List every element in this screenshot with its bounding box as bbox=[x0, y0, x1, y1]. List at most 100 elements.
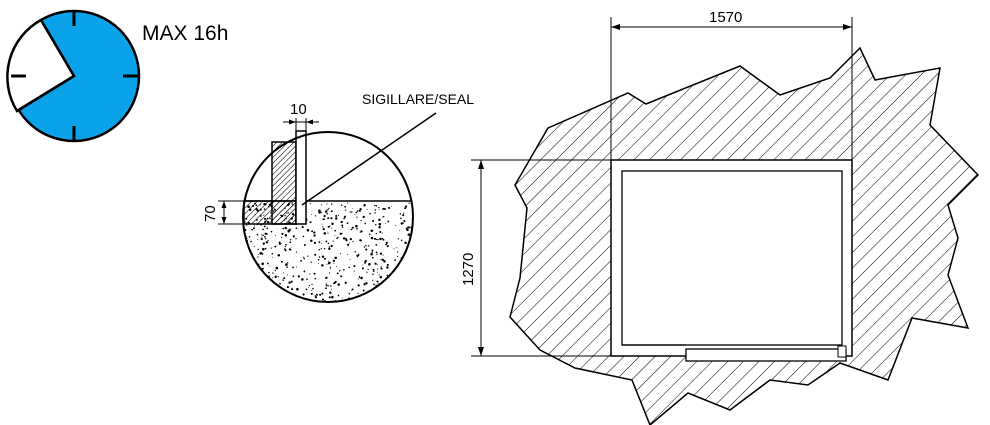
concrete-speck bbox=[360, 299, 362, 301]
concrete-speck bbox=[340, 253, 342, 255]
concrete-speck bbox=[275, 245, 277, 247]
concrete-speck bbox=[314, 296, 318, 299]
concrete-speck bbox=[313, 241, 317, 245]
concrete-speck bbox=[363, 283, 366, 286]
concrete-speck bbox=[353, 265, 356, 268]
concrete-speck bbox=[386, 263, 389, 266]
concrete-speck bbox=[375, 223, 377, 226]
concrete-speck bbox=[266, 262, 269, 265]
concrete-speck bbox=[379, 297, 382, 299]
concrete-speck bbox=[318, 209, 321, 213]
concrete-speck bbox=[296, 266, 297, 268]
concrete-speck bbox=[326, 209, 328, 211]
concrete-speck bbox=[321, 255, 325, 258]
concrete-speck bbox=[263, 225, 266, 228]
concrete-speck bbox=[373, 296, 376, 299]
concrete-speck bbox=[248, 296, 251, 299]
concrete-speck bbox=[403, 220, 406, 223]
concrete-speck bbox=[400, 217, 402, 220]
concrete-speck bbox=[302, 303, 304, 305]
concrete-speck bbox=[366, 209, 368, 210]
concrete-speck bbox=[287, 293, 290, 296]
concrete-speck bbox=[376, 253, 378, 255]
concrete-speck bbox=[410, 265, 412, 268]
concrete-speck bbox=[359, 208, 362, 211]
concrete-speck bbox=[261, 233, 262, 235]
timer-hand-8 bbox=[16, 74, 75, 113]
concrete-speck bbox=[243, 254, 244, 257]
concrete-speck bbox=[374, 212, 376, 214]
concrete-speck bbox=[356, 254, 359, 257]
concrete-speck bbox=[284, 234, 288, 237]
concrete-speck bbox=[340, 220, 343, 224]
concrete-speck bbox=[409, 285, 412, 288]
concrete-speck bbox=[331, 222, 334, 226]
concrete-speck bbox=[274, 275, 277, 279]
concrete-speck bbox=[243, 262, 246, 265]
concrete-speck bbox=[407, 233, 410, 236]
concrete-speck bbox=[261, 252, 264, 255]
concrete-speck bbox=[374, 262, 377, 265]
concrete-speck bbox=[401, 285, 402, 287]
concrete-speck bbox=[274, 235, 276, 237]
timer-remaining-sector bbox=[6, 18, 76, 113]
concrete-speck bbox=[364, 260, 367, 263]
concrete-speck bbox=[378, 218, 381, 222]
concrete-speck bbox=[373, 283, 375, 286]
concrete-speck bbox=[347, 245, 349, 247]
concrete-speck bbox=[325, 240, 328, 243]
concrete-speck bbox=[408, 264, 410, 266]
concrete-speck bbox=[278, 241, 281, 244]
concrete-speck bbox=[417, 225, 419, 227]
concrete-speck bbox=[330, 285, 332, 287]
concrete-speck bbox=[380, 267, 383, 270]
concrete-speck bbox=[327, 242, 330, 245]
concrete-speck bbox=[274, 269, 277, 272]
concrete-speck bbox=[337, 283, 340, 286]
concrete-speck bbox=[328, 207, 330, 210]
concrete-speck bbox=[321, 264, 324, 267]
seal-detail: 10 70 SIGILLARE/SEAL bbox=[202, 91, 474, 305]
concrete-speck bbox=[380, 266, 382, 268]
concrete-speck bbox=[300, 259, 303, 262]
concrete-speck bbox=[281, 236, 283, 239]
concrete-speck bbox=[268, 292, 270, 294]
concrete-speck bbox=[382, 207, 385, 210]
concrete-speck bbox=[386, 274, 389, 277]
concrete-speck bbox=[415, 230, 416, 231]
concrete-speck bbox=[309, 221, 312, 224]
concrete-speck bbox=[262, 247, 265, 251]
concrete-speck bbox=[413, 240, 415, 242]
concrete-speck bbox=[266, 227, 269, 230]
concrete-speck bbox=[271, 256, 273, 258]
concrete-speck bbox=[359, 231, 361, 233]
concrete-speck bbox=[325, 287, 328, 290]
concrete-speck bbox=[291, 300, 294, 302]
concrete-speck bbox=[264, 247, 267, 250]
concrete-speck bbox=[367, 268, 369, 271]
concrete-speck bbox=[322, 292, 324, 294]
concrete-speck bbox=[377, 283, 379, 285]
concrete-speck bbox=[349, 258, 351, 260]
concrete-speck bbox=[285, 243, 287, 246]
concrete-speck bbox=[330, 203, 333, 205]
concrete-speck bbox=[385, 241, 389, 244]
concrete-speck bbox=[403, 212, 405, 214]
concrete-speck bbox=[344, 282, 347, 284]
depth-arrow-top bbox=[478, 160, 484, 169]
concrete-speck bbox=[306, 228, 310, 232]
height-arrow-bottom bbox=[221, 217, 227, 224]
concrete-speck bbox=[254, 293, 257, 296]
concrete-speck bbox=[415, 251, 418, 254]
concrete-speck bbox=[311, 213, 313, 215]
width-arrow-left bbox=[611, 24, 620, 30]
concrete-speck bbox=[411, 295, 413, 297]
concrete-speck bbox=[273, 291, 276, 293]
concrete-speck bbox=[320, 242, 322, 244]
concrete-speck bbox=[372, 279, 374, 281]
concrete-speck bbox=[320, 248, 322, 250]
concrete-speck bbox=[282, 279, 284, 281]
concrete-speck bbox=[342, 237, 346, 240]
concrete-speck bbox=[378, 274, 380, 276]
seal-leader-line bbox=[301, 112, 437, 206]
